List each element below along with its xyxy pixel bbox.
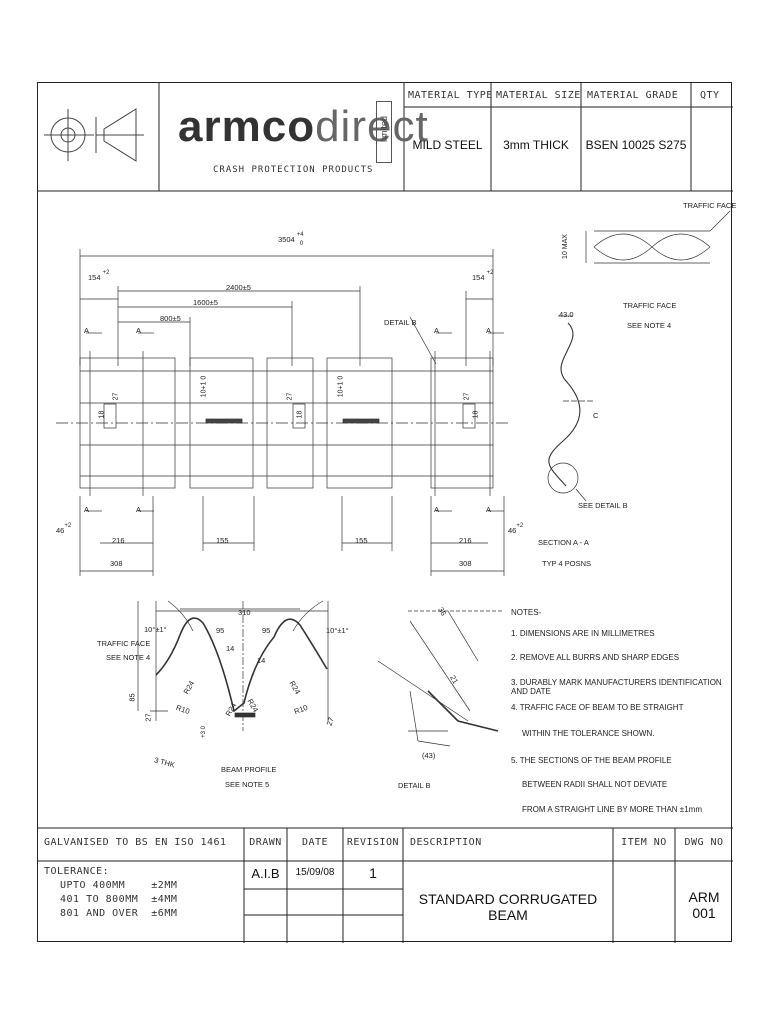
section-a-marker: A (486, 505, 492, 514)
detail-b-label: DETAIL B (398, 781, 431, 790)
logo-suffix-box: limited (376, 101, 392, 163)
notes-title: NOTES- (511, 608, 542, 617)
qty-header: QTY (700, 90, 720, 101)
hole-dim: 27 (112, 392, 120, 401)
drawn-header: DRAWN (249, 837, 282, 848)
date-value: 15/09/08 (295, 867, 335, 878)
traffic-face-profile: TRAFFIC FACE (97, 639, 151, 648)
profile-14b: 14 (257, 656, 266, 665)
material-grade-value: BSEN 10025 S275 (585, 138, 687, 152)
profile-14a: 14 (226, 644, 235, 653)
dim-308: 308 (459, 559, 472, 568)
frame-lines (38, 83, 733, 943)
note-1: 1. DIMENSIONS ARE IN MILLIMETRES (511, 629, 655, 638)
centerline-mark: C (593, 411, 599, 420)
note-5a: 5. THE SECTIONS OF THE BEAM PROFILE (511, 756, 672, 765)
hole-dim: 18 (98, 410, 106, 419)
slot-tolerance: 10+1 0 (337, 375, 345, 398)
hole-dim: 18 (296, 410, 304, 419)
profile-angle-left: 10°±1° (144, 625, 167, 634)
note-4a: 4. TRAFFIC FACE OF BEAM TO BE STRAIGHT (511, 703, 684, 712)
profile-27a: 27 (143, 713, 153, 722)
tolerance-row-3: 801 AND OVER ±6MM (60, 908, 178, 919)
revision-header: REVISION (346, 837, 400, 848)
drawn-value: A.I.B (251, 866, 280, 881)
hole-dim: 27 (286, 392, 294, 401)
description-header: DESCRIPTION (410, 837, 482, 848)
section-a-marker: A (84, 326, 90, 335)
detail-43: (43) (422, 751, 436, 760)
traffic-face-label: TRAFFIC FACE (683, 201, 737, 210)
revision-value: 1 (369, 865, 377, 881)
item-no-header: ITEM NO (621, 837, 667, 848)
dwg-no-header: DWG NO (684, 837, 724, 848)
section-a-marker: A (434, 505, 440, 514)
note-3: 3. DURABLY MARK MANUFACTURERS IDENTIFICA… (511, 678, 722, 696)
material-type-header: MATERIAL TYPE (408, 90, 493, 101)
profile-85: 85 (127, 693, 137, 702)
description-value: STANDARD CORRUGATED BEAM (418, 891, 598, 923)
logo-suffix: limited (379, 116, 389, 143)
ten-max-label: 10 MAX (561, 234, 569, 259)
see-note4-profile: SEE NOTE 4 (106, 653, 151, 662)
note-2: 2. REMOVE ALL BURRS AND SHARP EDGES (511, 653, 680, 662)
profile-width: 310 (238, 608, 251, 617)
logo-brand-b: direct (315, 102, 429, 151)
material-size-header: MATERIAL SIZE (496, 90, 581, 101)
profile-95a: 95 (216, 626, 225, 635)
dim-46-left: 46+2 (56, 523, 72, 535)
section-a-marker: A (84, 505, 90, 514)
projection-symbol-icon (44, 108, 144, 162)
dwg-no-value: ARM 001 (688, 889, 720, 921)
logo-brand-a: armco (178, 102, 316, 151)
tolerance-row-1: UPTO 400MM ±2MM (60, 880, 178, 891)
material-type-value: MILD STEEL (412, 138, 483, 152)
see-detail-b: SEE DETAIL B (578, 501, 628, 510)
dim-43: 43.0 (559, 310, 574, 319)
dim-216: 216 (112, 536, 125, 545)
tolerance-row-2: 401 TO 800MM ±4MM (60, 894, 178, 905)
dim-155: 155 (355, 536, 368, 545)
section-a-marker: A (136, 505, 142, 514)
section-a-marker: A (486, 326, 492, 335)
beam-drawing (56, 210, 731, 747)
dim-800: 800±5 (160, 314, 181, 323)
note-5b: BETWEEN RADII SHALL NOT DEVIATE (522, 780, 668, 789)
dim-155: 155 (216, 536, 229, 545)
material-grade-header: MATERIAL GRADE (587, 90, 679, 101)
note-5c: FROM A STRAIGHT LINE BY MORE THAN ±1mm (522, 805, 702, 814)
section-a-marker: A (136, 326, 142, 335)
dim-1600: 1600±5 (193, 298, 218, 307)
dim-216: 216 (459, 536, 472, 545)
galvanised-spec: GALVANISED TO BS EN ISO 1461 (44, 837, 227, 848)
drawing-sheet: armcodirect limited CRASH PROTECTION PRO… (37, 82, 736, 943)
see-note4: SEE NOTE 4 (627, 321, 672, 330)
profile-95b: 95 (262, 626, 271, 635)
hole-dim: 18 (472, 410, 480, 419)
hole-dim: 27 (463, 392, 471, 401)
section-a-marker: A (434, 326, 440, 335)
overall-length: 3504 +4 0 (278, 232, 304, 247)
profile-angle-right: 10°±1° (326, 626, 349, 635)
tolerance-small: +3 0 (200, 726, 207, 738)
logo: armcodirect (178, 105, 429, 149)
beam-profile-label: BEAM PROFILE (221, 765, 277, 774)
end-left-dim: 154 +2 (88, 270, 110, 282)
slot-tolerance: 10+1 0 (200, 375, 208, 398)
dim-46-right: 46+2 (508, 523, 524, 535)
traffic-face-note4: TRAFFIC FACE (623, 301, 677, 310)
date-header: DATE (301, 837, 329, 848)
dim-308: 308 (110, 559, 123, 568)
material-size-value: 3mm THICK (503, 138, 569, 152)
dim-2400: 2400±5 (226, 283, 251, 292)
detail-b-callout: DETAIL B (384, 318, 417, 327)
end-right-dim: 154 +2 (472, 270, 494, 282)
typ-posns-label: TYP 4 POSNS (542, 559, 592, 568)
note-4b: WITHIN THE TOLERANCE SHOWN. (522, 729, 655, 738)
see-note5: SEE NOTE 5 (225, 780, 270, 789)
section-aa-label: SECTION A - A (538, 538, 589, 547)
logo-tagline: CRASH PROTECTION PRODUCTS (213, 165, 374, 175)
tolerance-title: TOLERANCE: (44, 866, 110, 877)
